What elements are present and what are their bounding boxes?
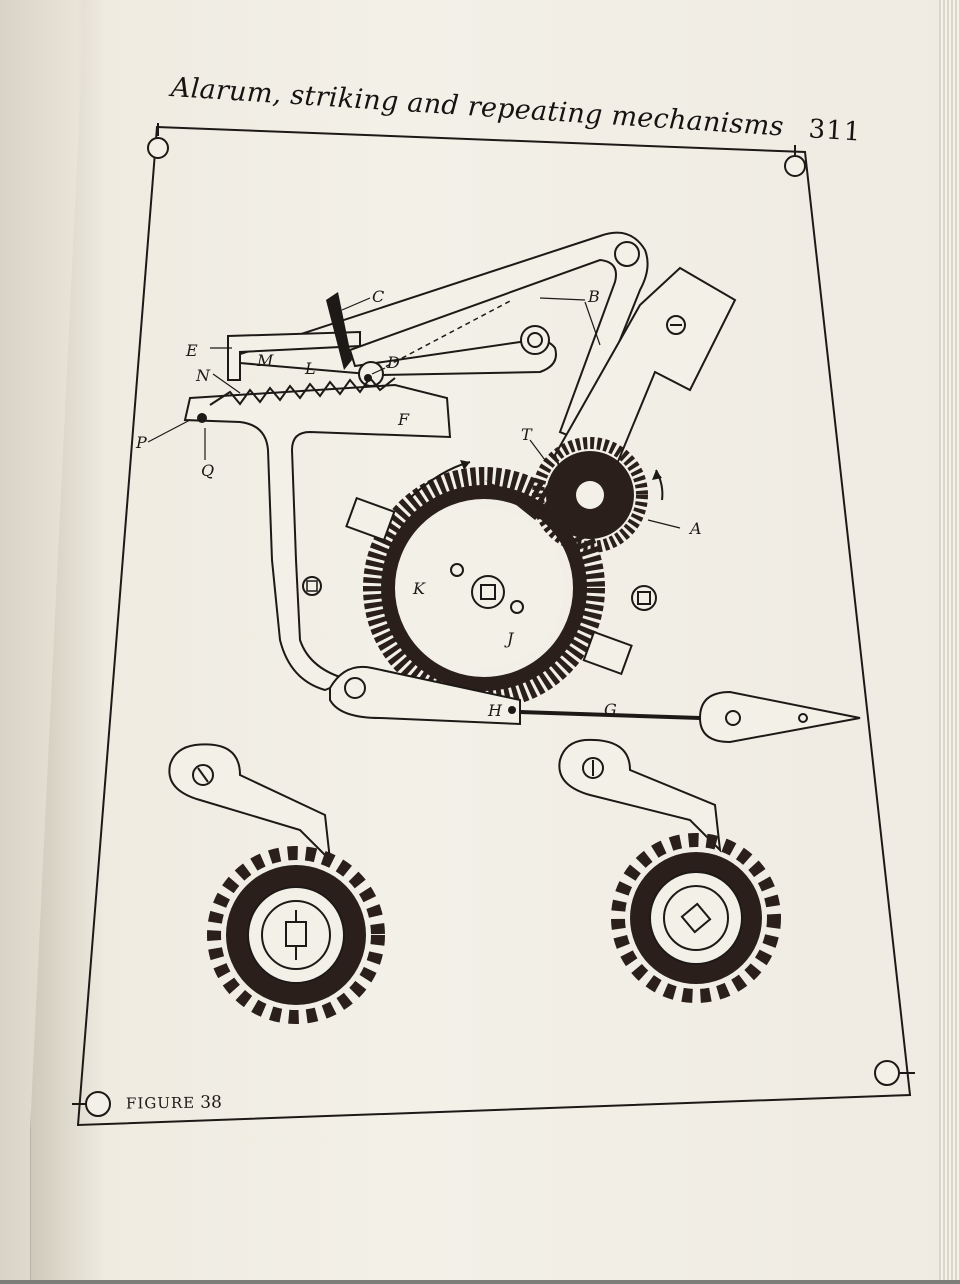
label-e: E xyxy=(185,341,198,360)
label-c: C xyxy=(372,287,384,306)
caption-word: FIGURE xyxy=(125,1093,196,1113)
label-k: K xyxy=(412,579,426,598)
lever-g xyxy=(329,666,861,744)
click-spring-right xyxy=(558,738,722,853)
label-d: D xyxy=(386,353,400,372)
label-j: J xyxy=(504,629,515,648)
ratchet-wheel-left xyxy=(207,846,385,1024)
label-a: A xyxy=(688,519,702,538)
book-page xyxy=(30,0,960,1280)
gear-a xyxy=(532,437,648,553)
label-l: L xyxy=(304,359,316,378)
label-h: H xyxy=(487,701,503,720)
page-stack-edge xyxy=(939,0,960,1280)
ratchet-wheel-right xyxy=(611,833,781,1003)
label-q: Q xyxy=(201,461,214,480)
figure-frame xyxy=(76,125,912,1127)
pivot-h xyxy=(508,706,516,714)
label-f: F xyxy=(397,410,410,429)
arm-e xyxy=(227,330,361,381)
click-spring-left xyxy=(168,743,332,863)
label-p: P xyxy=(135,433,147,452)
label-g: G xyxy=(604,700,617,719)
label-b: B xyxy=(587,287,600,306)
label-m: M xyxy=(256,351,274,370)
label-n: N xyxy=(195,366,211,385)
center-arbor xyxy=(450,563,524,614)
pivot-q xyxy=(197,413,207,423)
label-t: T xyxy=(521,425,533,444)
pin-c xyxy=(326,292,352,370)
corner-hole-icon xyxy=(85,137,900,1117)
caption-number: 38 xyxy=(200,1092,222,1113)
